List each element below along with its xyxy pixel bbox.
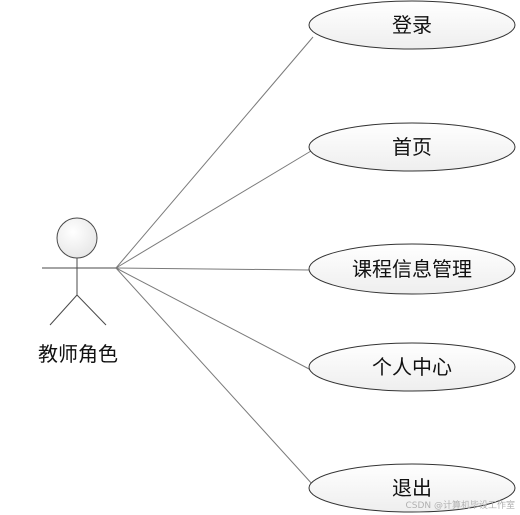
association-line-course-management (115, 267, 310, 271)
use-case-home-label: 首页 (392, 135, 432, 159)
actor-head-icon (56, 217, 98, 259)
use-case-personal-center: 个人中心 (308, 342, 516, 392)
associations (115, 36, 314, 486)
association-line-personal-center (115, 267, 312, 371)
association-line-home (115, 150, 312, 269)
use-case-course-management-ellipse (308, 243, 516, 295)
use-case-logout: 退出 (308, 463, 516, 513)
association-line-login (115, 36, 314, 269)
association-line-logout (115, 267, 314, 486)
use-case-course-management: 课程信息管理 (308, 243, 516, 295)
use-case-login-ellipse (308, 0, 516, 50)
actor-left-leg (49, 294, 78, 326)
use-case-login: 登录 (308, 0, 516, 50)
use-case-login-label: 登录 (392, 13, 432, 37)
use-case-course-management-label: 课程信息管理 (352, 257, 472, 281)
use-case-home: 首页 (308, 122, 516, 172)
actor-label: 教师角色 (38, 342, 118, 366)
watermark: CSDN @计算机毕设工作室 (405, 499, 515, 511)
use-case-personal-center-label: 个人中心 (372, 355, 452, 379)
use-case-home-ellipse (308, 122, 516, 172)
use-case-logout-ellipse (308, 463, 516, 513)
use-case-logout-label: 退出 (392, 476, 432, 500)
use-case-personal-center-ellipse (308, 342, 516, 392)
actor-right-leg (76, 294, 107, 326)
teacher-actor: 教师角色 (38, 217, 118, 366)
